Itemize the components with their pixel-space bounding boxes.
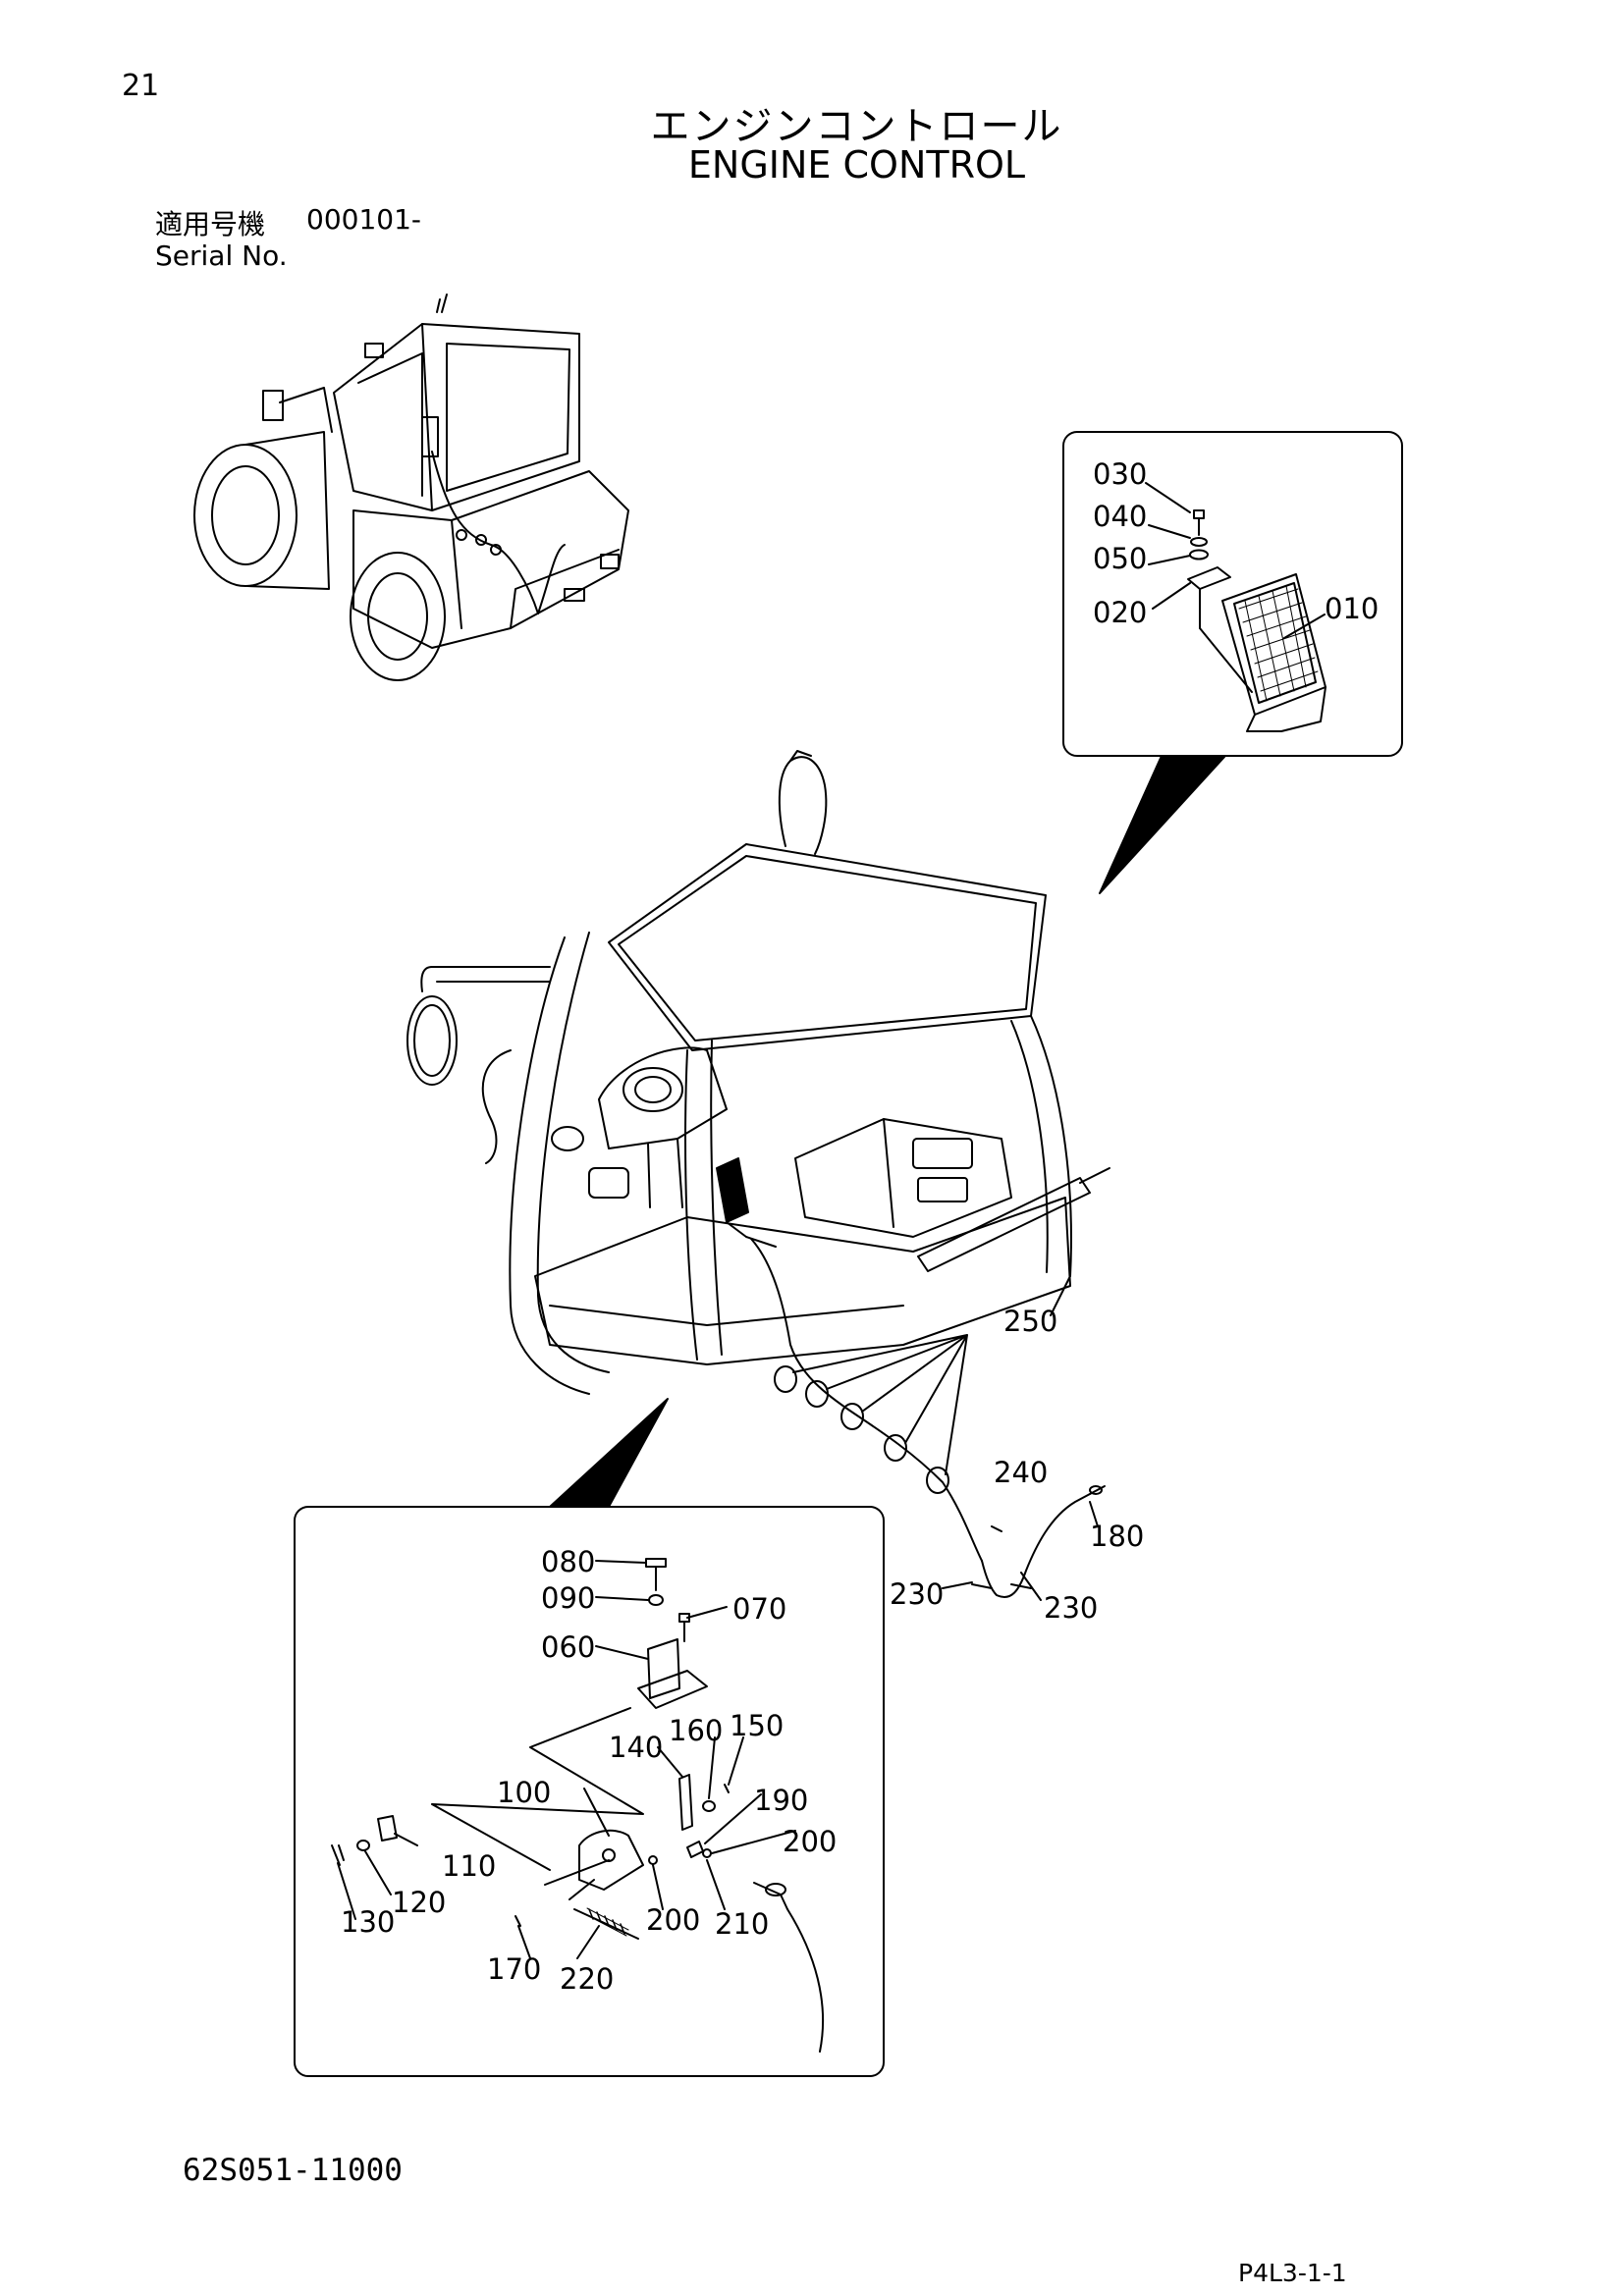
- callout-240: 240: [994, 1456, 1048, 1489]
- page-code: P4L3-1-1: [1238, 2259, 1347, 2287]
- callout-080: 080: [541, 1545, 595, 1578]
- callout-190: 190: [754, 1784, 808, 1817]
- callout-100: 100: [497, 1776, 551, 1809]
- cab-illustration: 250 240 180 230 230: [406, 750, 1144, 1625]
- callout-020: 020: [1093, 596, 1147, 629]
- callout-210: 210: [715, 1907, 769, 1941]
- callout-200-right: 200: [783, 1825, 837, 1858]
- callout-060: 060: [541, 1630, 595, 1664]
- serial-value: 000101-: [306, 203, 421, 236]
- serial-label-english: Serial No.: [155, 240, 288, 272]
- title-japanese: エンジンコントロール: [650, 104, 1063, 149]
- pedal-detail-frame: [1062, 431, 1403, 757]
- pedal-detail-group: 030 040 050 020 010: [1062, 431, 1403, 894]
- callout-030: 030: [1093, 457, 1147, 491]
- callout-150: 150: [730, 1709, 784, 1742]
- callout-050: 050: [1093, 542, 1147, 575]
- callout-120: 120: [392, 1886, 446, 1919]
- linkage-pointer: [549, 1398, 669, 1508]
- callout-130: 130: [341, 1905, 395, 1939]
- callout-220: 220: [560, 1962, 614, 1996]
- callout-140: 140: [609, 1731, 663, 1764]
- callout-200-left: 200: [646, 1903, 700, 1937]
- callout-170: 170: [487, 1952, 541, 1986]
- title-english: ENGINE CONTROL: [687, 143, 1026, 187]
- callout-180: 180: [1090, 1520, 1144, 1553]
- pedal-pointer: [1099, 755, 1226, 894]
- page-number: 21: [122, 69, 160, 103]
- callout-010: 010: [1325, 592, 1379, 625]
- callout-250: 250: [1003, 1305, 1057, 1338]
- callout-160: 160: [669, 1714, 723, 1747]
- serial-label-japanese: 適用号機: [155, 208, 266, 240]
- linkage-detail-group: 080 090 070 060 140 160 150 100 190 200 …: [294, 1398, 885, 2077]
- callout-110: 110: [442, 1849, 496, 1883]
- machine-overview-illustration: [193, 294, 629, 681]
- callout-090: 090: [541, 1581, 595, 1615]
- drawing-number: 62S051-11000: [183, 2153, 403, 2188]
- callout-040: 040: [1093, 500, 1147, 533]
- callout-230-right: 230: [1044, 1591, 1098, 1625]
- callout-070: 070: [732, 1592, 786, 1626]
- callout-230-left: 230: [890, 1577, 944, 1611]
